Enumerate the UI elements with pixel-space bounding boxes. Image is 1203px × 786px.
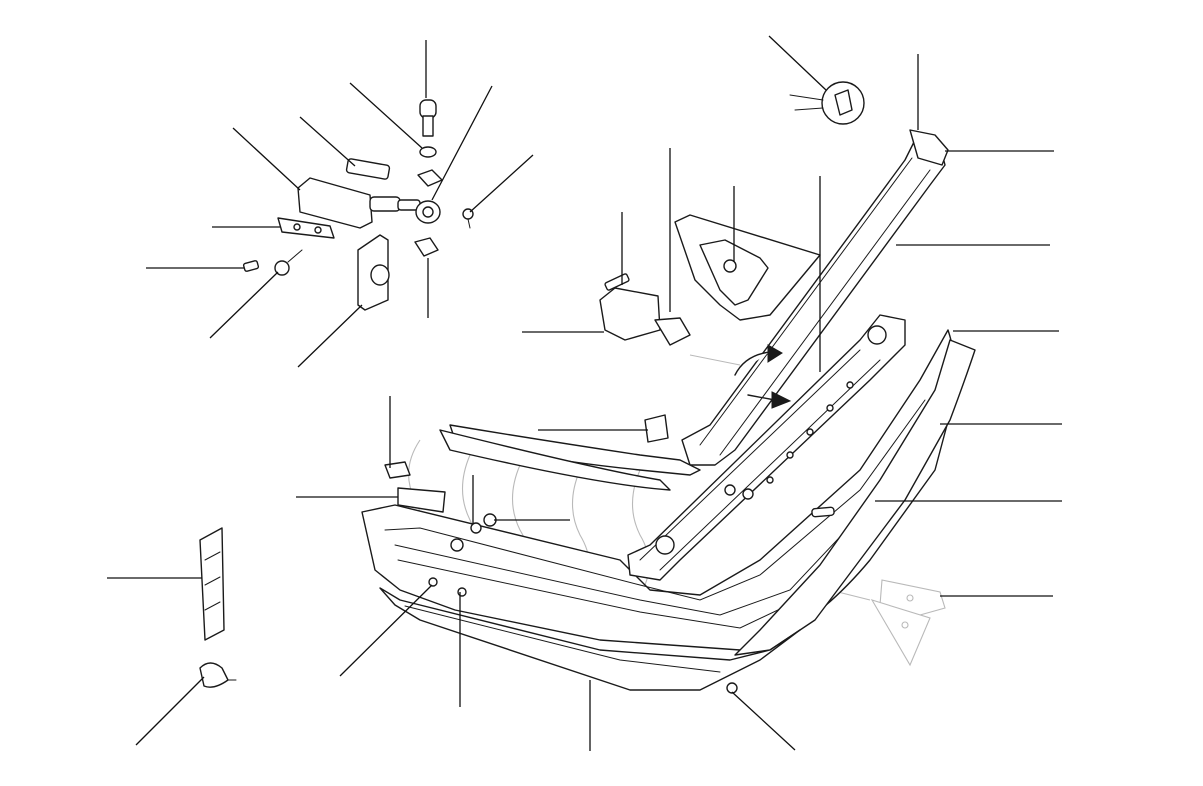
leader-6 <box>469 154 534 213</box>
side-bracket <box>870 579 946 667</box>
leader-32 <box>339 584 433 677</box>
direction-arrows <box>734 344 792 409</box>
leader-2 <box>349 82 423 149</box>
leader-4 <box>232 127 301 191</box>
lower-valance <box>379 577 801 691</box>
hinge-assembly <box>242 99 474 311</box>
upper-trim-strip <box>681 129 949 466</box>
leader-5 <box>431 85 493 201</box>
centre-brackets <box>384 273 691 534</box>
inner-moulding <box>439 424 701 491</box>
carrier-panel <box>674 214 821 321</box>
left-parts <box>199 527 738 694</box>
bumper-cover <box>361 329 976 656</box>
clip-detail <box>789 81 865 125</box>
leader-3 <box>299 116 356 167</box>
leader-9 <box>209 271 279 339</box>
leader-12 <box>768 35 827 91</box>
leader-10 <box>297 304 363 368</box>
leader-lines <box>107 35 1062 751</box>
leader-31 <box>135 676 205 746</box>
leader-35 <box>731 691 796 751</box>
reinforcement-beam <box>627 314 906 581</box>
